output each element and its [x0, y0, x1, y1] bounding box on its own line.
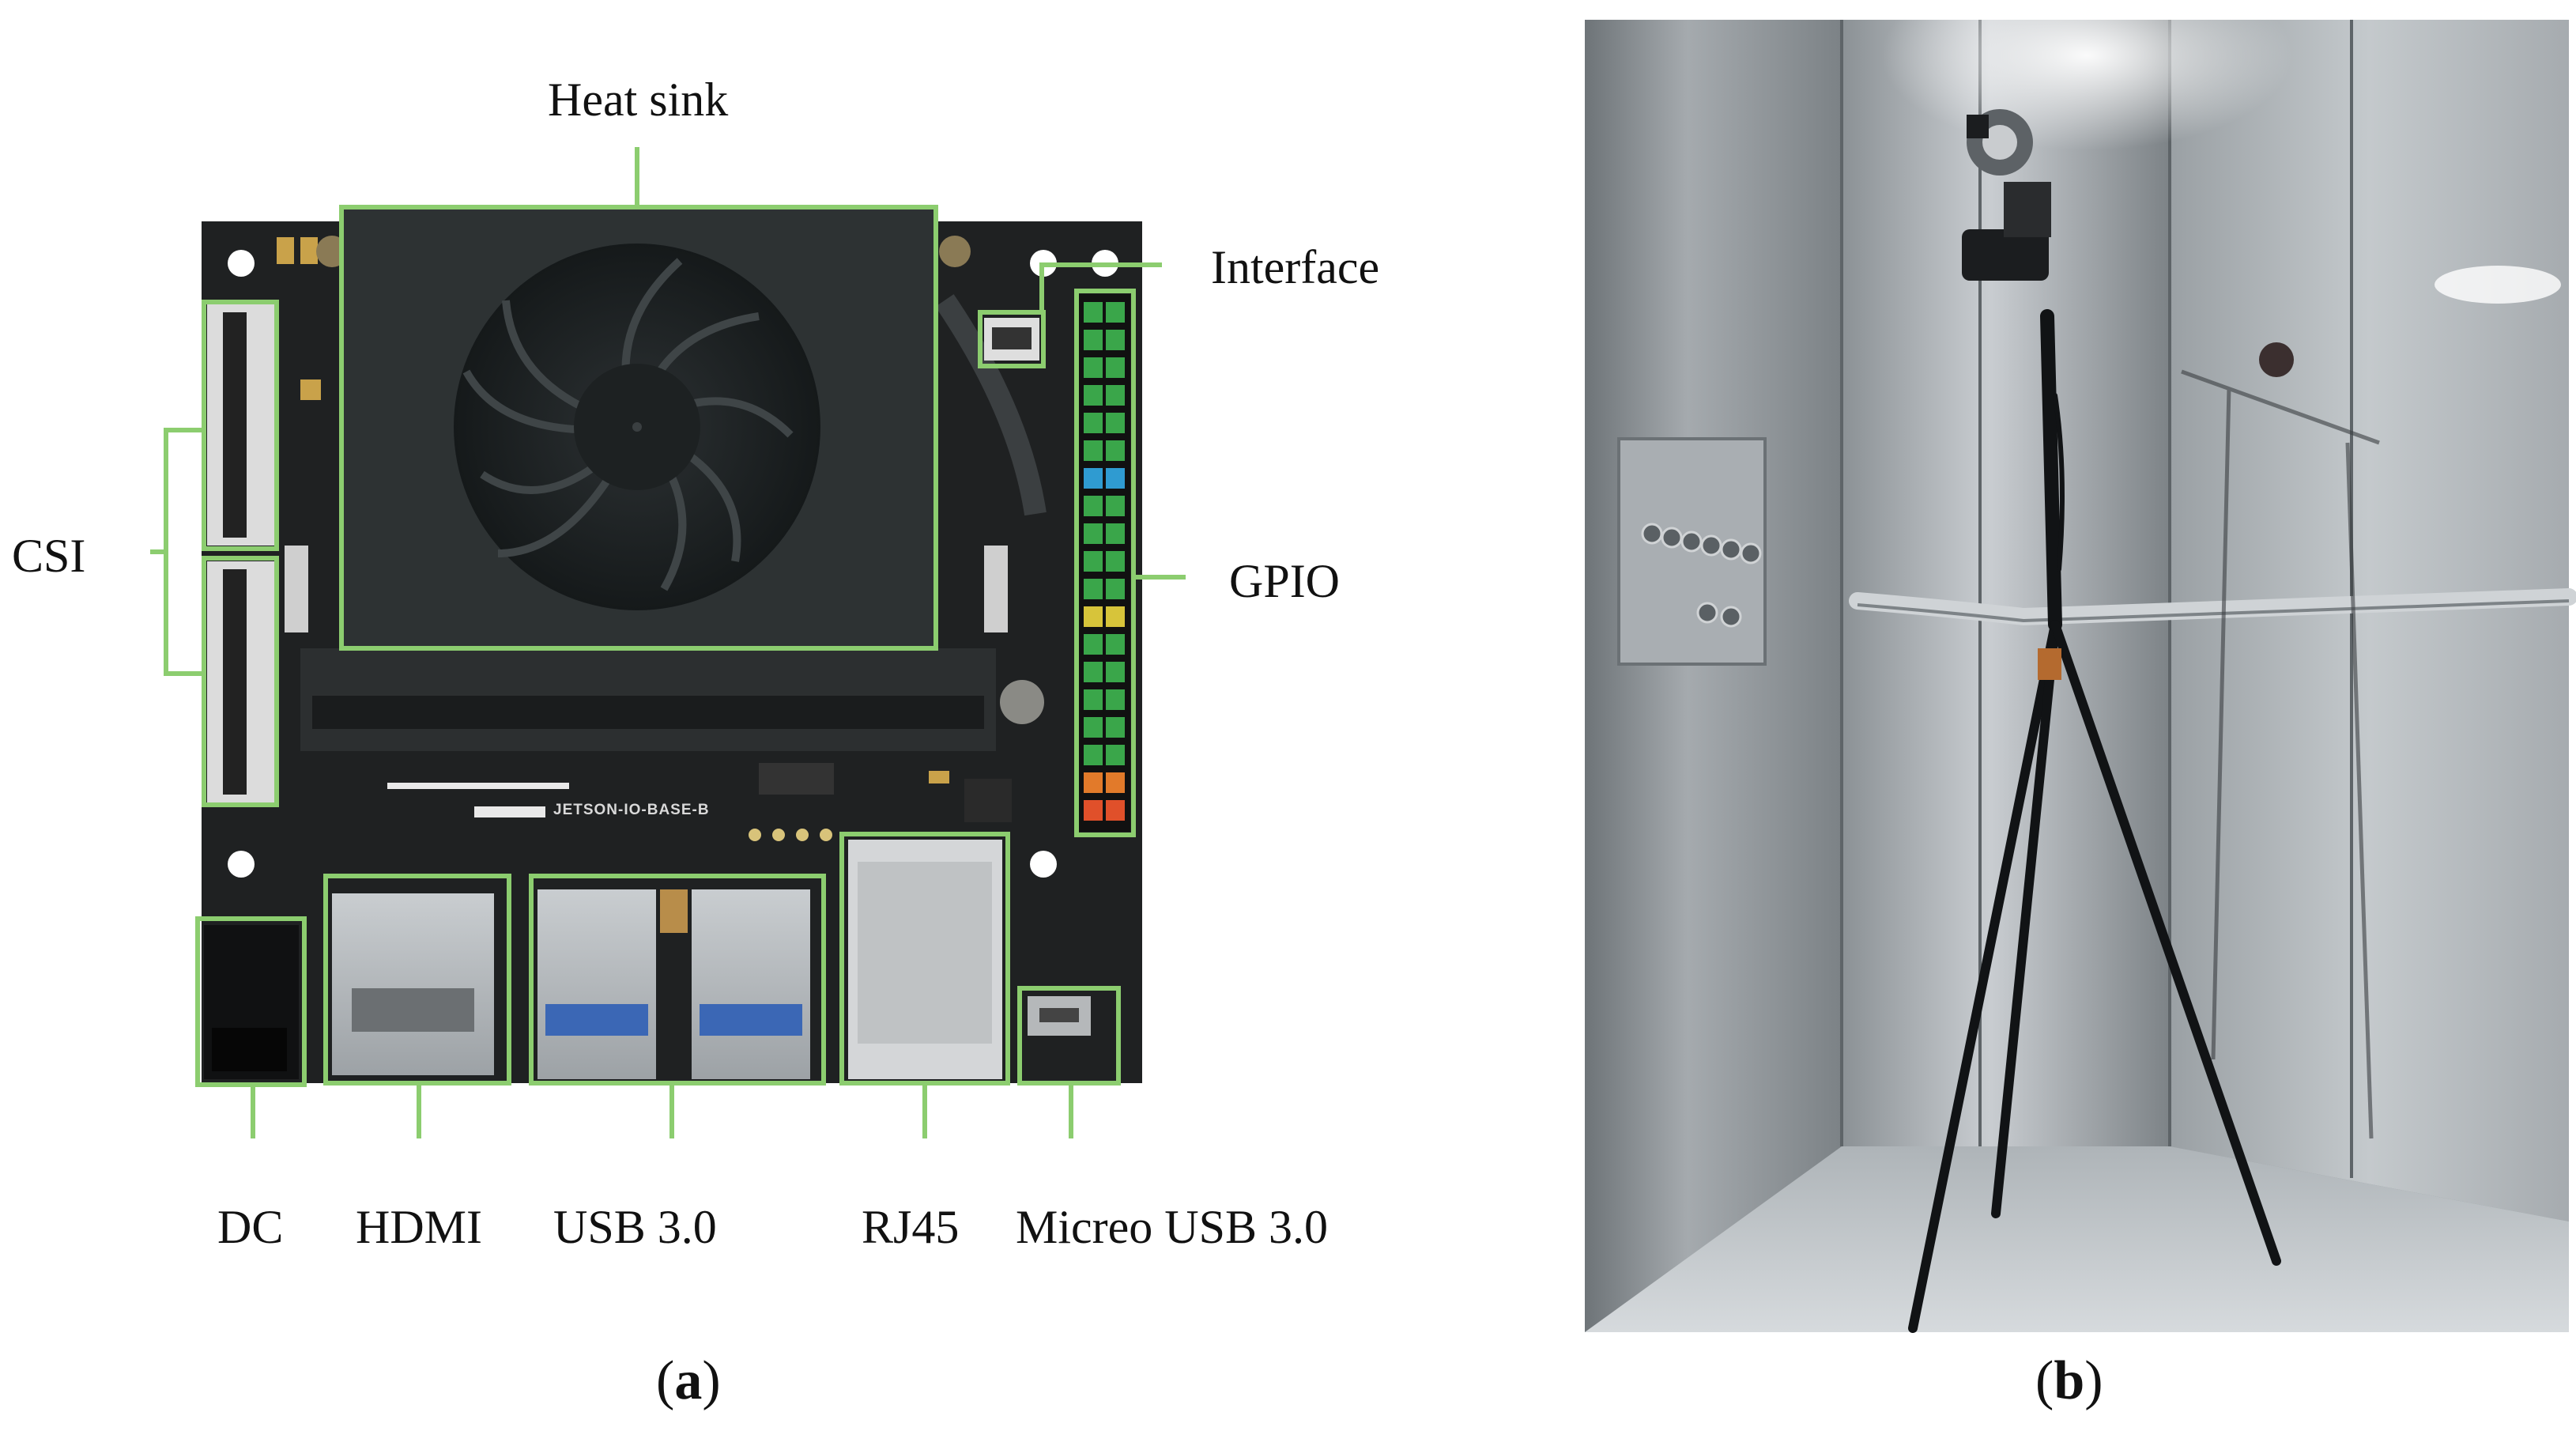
- label-dc: DC: [217, 1201, 284, 1253]
- gpio-pin: [1106, 468, 1125, 489]
- gpio-pin: [1084, 579, 1103, 599]
- handrail: [1849, 588, 2576, 626]
- label-gpio: GPIO: [1229, 555, 1341, 607]
- gpio-pins: [1084, 302, 1125, 821]
- gpio-pin: [1084, 413, 1103, 433]
- csi-callout: [202, 300, 279, 551]
- callouts: [150, 147, 1186, 1138]
- gpio-pin: [1106, 800, 1125, 821]
- gpio-pin: [1106, 523, 1125, 544]
- label-hdmi: HDMI: [356, 1201, 482, 1253]
- gpio-pin: [1106, 579, 1125, 599]
- gpio-pin: [1084, 606, 1103, 627]
- gpio-pin: [1084, 634, 1103, 655]
- gpio-pin: [1084, 523, 1103, 544]
- gpio-pin: [1106, 689, 1125, 710]
- gpio-pin: [1106, 745, 1125, 765]
- gpio-pin: [1106, 302, 1125, 323]
- camera: [1962, 109, 2051, 281]
- gpio-pin: [1084, 496, 1103, 516]
- label-interface: Interface: [1211, 241, 1380, 293]
- gpio-pin: [1106, 385, 1125, 406]
- gpio-pin: [1084, 302, 1103, 323]
- caption-b: (b): [2035, 1350, 2103, 1411]
- gpio-pin: [1084, 551, 1103, 572]
- mount-hole: [1030, 851, 1057, 878]
- gpio-pin: [1084, 800, 1103, 821]
- gpio-pin: [1084, 440, 1103, 461]
- gpio-pin: [1084, 357, 1103, 378]
- gpio-pin: [1084, 662, 1103, 682]
- label-rj45: RJ45: [862, 1201, 960, 1253]
- label-micro-usb-3-0: Micreo USB 3.0: [1016, 1201, 1328, 1253]
- gpio-pin: [1084, 772, 1103, 793]
- gpio-pin: [1106, 551, 1125, 572]
- usb-port: [692, 889, 810, 1079]
- label-csi: CSI: [12, 530, 86, 582]
- mount-hole: [228, 851, 255, 878]
- gpio-pin: [1084, 385, 1103, 406]
- usb-callout: [529, 874, 826, 1086]
- gpio-pin: [1084, 468, 1103, 489]
- label-usb-3-0: USB 3.0: [553, 1201, 717, 1253]
- tripod: [1908, 309, 2281, 1333]
- caption-a-letter: a: [674, 1350, 703, 1411]
- gpio-pin: [1106, 413, 1125, 433]
- gpio-pin: [1084, 689, 1103, 710]
- gpio-pin: [1106, 357, 1125, 378]
- hdmi-port: [332, 893, 494, 1075]
- caption-b-letter: b: [2054, 1350, 2085, 1411]
- gpio-pin: [1084, 330, 1103, 350]
- gpio-pin: [1106, 772, 1125, 793]
- gpio-callout: [1074, 289, 1136, 837]
- elevator-photo: [1585, 0, 2576, 1333]
- usb-port: [537, 889, 656, 1079]
- label-heat-sink: Heat sink: [548, 74, 729, 126]
- caption-a: (a): [656, 1350, 721, 1411]
- gpio-pin: [1106, 717, 1125, 738]
- gpio-pin: [1106, 606, 1125, 627]
- gpio-pin: [1106, 634, 1125, 655]
- csi-callout: [202, 556, 279, 807]
- gpio-pin: [1084, 745, 1103, 765]
- gpio-pin: [1106, 440, 1125, 461]
- gpio-pin: [1084, 717, 1103, 738]
- board-silkscreen: JETSON-IO-BASE-B: [553, 802, 710, 818]
- mount-hole: [228, 250, 255, 277]
- interface-callout: [978, 310, 1046, 368]
- gpio-pin: [1106, 496, 1125, 516]
- gpio-pin: [1106, 330, 1125, 350]
- gpio-pin: [1106, 662, 1125, 682]
